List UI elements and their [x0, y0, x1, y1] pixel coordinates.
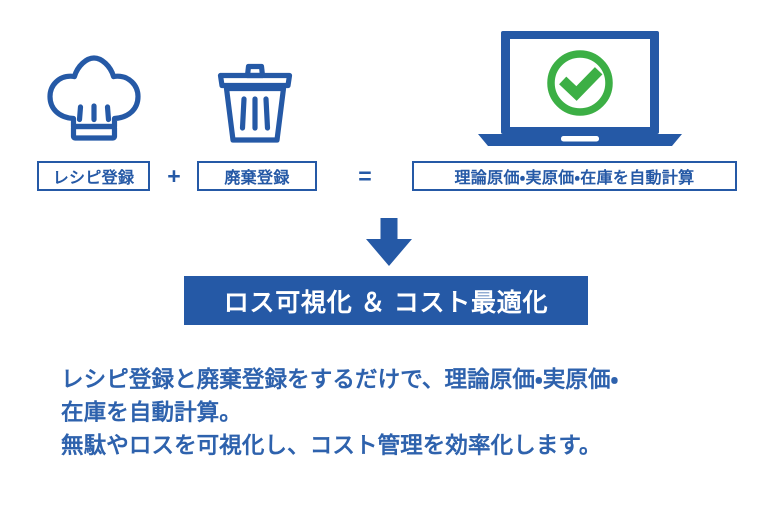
label-recipe-registration: レシピ登録	[37, 161, 150, 191]
description-line: レシピ登録と廃棄登録をするだけで、理論原価・実原価・	[61, 367, 619, 392]
description-line: 在庫を自動計算。	[61, 400, 242, 425]
description-paragraph: レシピ登録と廃棄登録をするだけで、理論原価・実原価・ 在庫を自動計算。 無駄やロ…	[61, 363, 721, 462]
trash-can-icon	[216, 54, 294, 146]
description-line: 無駄やロスを可視化し、コスト管理を効率化します。	[61, 433, 602, 458]
chef-hat-icon	[44, 52, 144, 144]
banner-text: ロス可視化 ＆ コスト最適化	[223, 288, 549, 317]
equals-operator: =	[358, 162, 372, 189]
check-circle-icon	[547, 50, 613, 116]
highlight-banner: ロス可視化 ＆ コスト最適化	[184, 276, 588, 325]
label-waste-registration: 廃棄登録	[197, 161, 317, 191]
label-auto-calculation-result: 理論原価・実原価・在庫を自動計算	[412, 161, 737, 191]
plus-operator: +	[167, 162, 181, 189]
down-arrow-icon	[363, 216, 415, 268]
laptop-icon	[476, 28, 684, 148]
